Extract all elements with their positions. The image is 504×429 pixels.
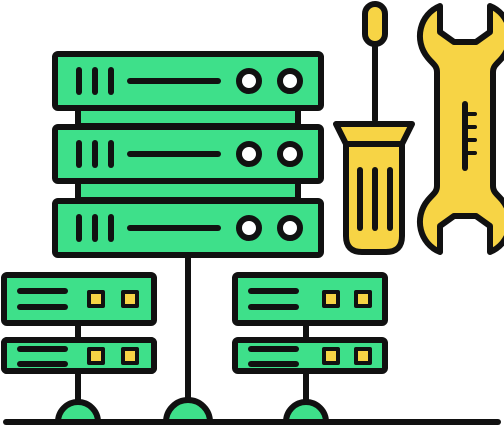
- status-light: [277, 215, 303, 241]
- led-indicator: [87, 290, 105, 308]
- led-indicator: [354, 347, 372, 365]
- led-indicator: [87, 347, 105, 365]
- network-node: [163, 397, 213, 425]
- wrench-icon: [417, 3, 504, 255]
- status-light: [277, 141, 303, 167]
- server-unit: [52, 124, 324, 184]
- small-server-left-top: [1, 272, 157, 326]
- small-server-left-bottom: [1, 337, 157, 374]
- led-indicator: [121, 290, 139, 308]
- network-node: [55, 399, 101, 425]
- led-indicator: [322, 290, 340, 308]
- server-unit: [52, 198, 324, 258]
- status-light: [236, 141, 262, 167]
- status-light: [277, 68, 303, 94]
- status-light: [236, 68, 262, 94]
- small-server-right-top: [232, 272, 388, 326]
- led-indicator: [354, 290, 372, 308]
- small-server-right-bottom: [232, 337, 388, 374]
- led-indicator: [322, 347, 340, 365]
- led-indicator: [121, 347, 139, 365]
- server-unit: [52, 51, 324, 111]
- network-node: [283, 399, 329, 425]
- status-light: [236, 215, 262, 241]
- server-rack-icon: [52, 51, 324, 258]
- screwdriver-icon: [333, 1, 415, 255]
